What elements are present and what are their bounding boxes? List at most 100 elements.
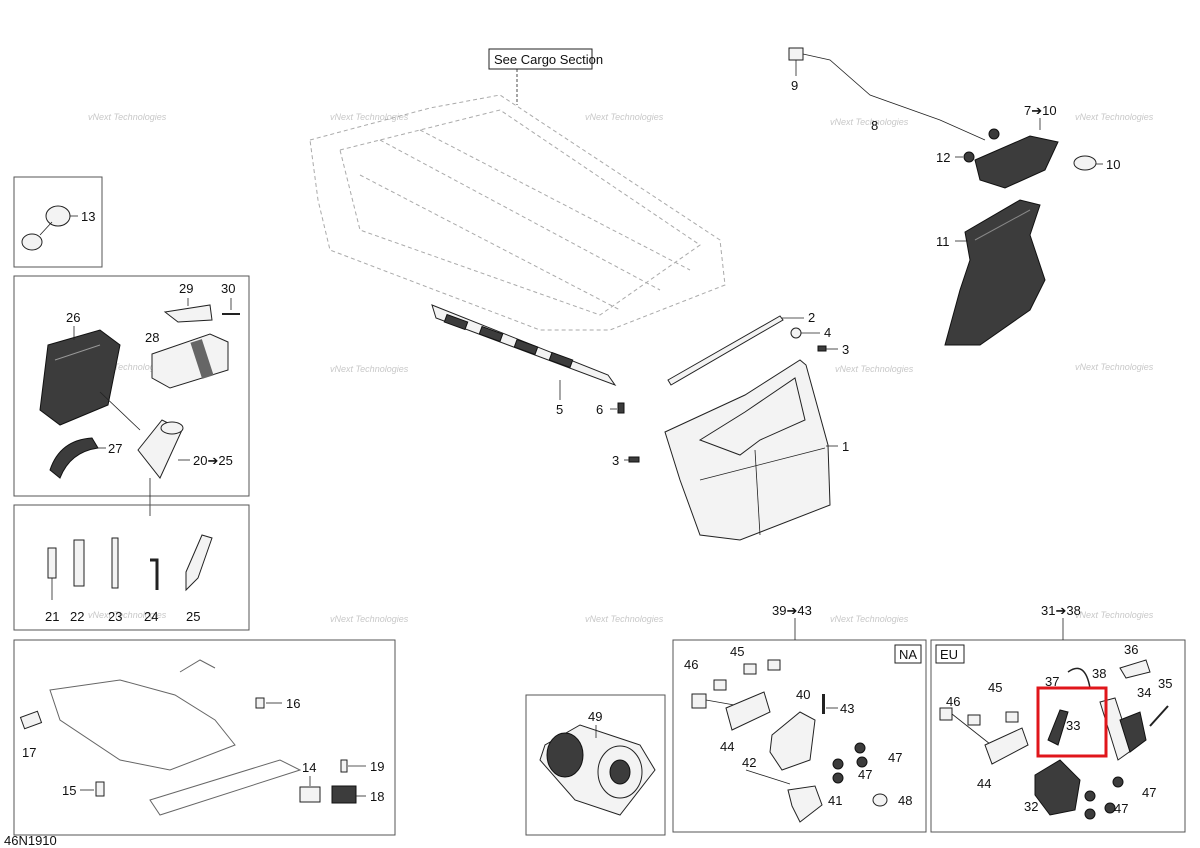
callout-10: 10: [1106, 157, 1120, 172]
screw-6: [617, 402, 625, 414]
part-24-hex-key: [150, 558, 159, 590]
bulb-10: [1073, 155, 1097, 171]
part-2-strip: [667, 315, 804, 386]
sled-ski: [149, 759, 302, 816]
plate-14: [299, 786, 321, 803]
region-eu: EU: [940, 647, 958, 662]
plate-44-eu: [984, 727, 1029, 765]
arrow-to-case: [99, 391, 141, 431]
part-14: [299, 776, 321, 803]
callout-21: 21: [45, 609, 59, 624]
connector-9: [788, 47, 804, 61]
latch-41-na: [787, 785, 823, 823]
callout-19: 19: [370, 759, 384, 774]
part-5-side-rail: [431, 304, 617, 400]
callout-31-38: 31➔38: [1041, 603, 1081, 618]
part-15: [80, 781, 105, 797]
callout-1: 1: [842, 439, 849, 454]
callout-11: 11: [936, 234, 950, 249]
callout-30: 30: [221, 281, 235, 296]
wrench-23: [111, 537, 119, 589]
box-snowmobile: [13, 639, 396, 836]
callout-14: 14: [302, 760, 316, 775]
part-30-screw: [222, 298, 240, 315]
callout-46-na: 46: [684, 657, 698, 672]
watermark: vNext Technologies: [585, 614, 664, 624]
callout-39-43: 39➔43: [772, 603, 812, 618]
callout-45-na: 45: [730, 644, 744, 659]
nut-48-na: [872, 793, 888, 807]
box-part-13: [13, 176, 103, 268]
watermark: vNext Technologies: [330, 614, 409, 624]
clip-19: [340, 759, 348, 773]
tube-20-cap: [160, 421, 184, 435]
region-na-badge: [894, 644, 922, 664]
callout-26: 26: [66, 310, 80, 325]
bolt-45-eu: [967, 714, 981, 726]
watermark: vNext Technologies: [88, 362, 167, 372]
part-16: [255, 697, 282, 709]
part-3-screw-upper: [817, 345, 838, 352]
nut-47-4: [832, 772, 844, 784]
winch-motor: [546, 732, 584, 778]
part-20-tube: [137, 419, 190, 516]
sled-body: [49, 679, 236, 771]
watermark: vNext Technologies: [830, 117, 909, 127]
decal-17: [19, 710, 43, 730]
callout-27: 27: [108, 441, 122, 456]
flap-crease: [699, 447, 826, 481]
callout-36: 36: [1124, 642, 1138, 657]
screw-3-lower: [628, 456, 640, 463]
winch-hub: [609, 759, 631, 785]
part-27-strap: [49, 437, 106, 479]
part-23-wrench: [111, 537, 119, 589]
wire-9: [802, 53, 986, 141]
callout-18: 18: [370, 789, 384, 804]
callout-8: 8: [871, 118, 878, 133]
pin-42-na: [745, 769, 791, 785]
cargo-note-box: [488, 48, 593, 70]
pin-43-na: [822, 694, 825, 714]
callout-47-na-a: 47: [888, 750, 902, 765]
handle-34: [1119, 711, 1147, 753]
bracket-29: [163, 304, 213, 323]
decal-15: [95, 781, 105, 797]
screw-3: [817, 345, 827, 352]
rack-inner: [339, 109, 701, 316]
part-17: [19, 710, 43, 730]
callout-46-eu: 46: [946, 694, 960, 709]
nut-47-eu-2: [1084, 790, 1096, 802]
callout-47-eu-b: 47: [1114, 801, 1128, 816]
callout-13: 13: [81, 209, 95, 224]
callout-28: 28: [145, 330, 159, 345]
rack-rail: [419, 129, 691, 271]
bolt-45-na: [713, 679, 727, 691]
callout-44-na: 44: [720, 739, 734, 754]
nut-47-2: [856, 756, 868, 768]
region-eu-badge: [935, 644, 965, 664]
part-3-screw-lower: [624, 456, 640, 463]
callout-25: 25: [186, 609, 200, 624]
nut-47-eu-1: [1112, 776, 1124, 788]
box-tools: [13, 504, 250, 631]
callout-2: 2: [808, 310, 815, 325]
bracket-11: [944, 199, 1046, 346]
flap-body: [664, 359, 831, 541]
bolt-45b-eu: [1005, 711, 1019, 723]
pouch-28: [151, 333, 229, 389]
callout-5: 5: [556, 402, 563, 417]
case-26: [39, 329, 121, 426]
callout-7-10: 7➔10: [1024, 103, 1057, 118]
strap-27: [49, 437, 99, 479]
fuse-22: [73, 539, 85, 587]
callout-44-eu: 44: [977, 776, 991, 791]
bolt-45c-na: [767, 659, 781, 671]
callout-33: 33: [1066, 718, 1080, 733]
part-10-bulb: [1073, 155, 1103, 171]
part-25-spanner: [185, 534, 213, 592]
cargo-note-text: See Cargo Section: [494, 52, 603, 67]
part-19: [340, 759, 366, 773]
callout-37: 37: [1045, 674, 1059, 689]
part-18: [331, 785, 366, 804]
callout-47-eu-a: 47: [1142, 785, 1156, 800]
